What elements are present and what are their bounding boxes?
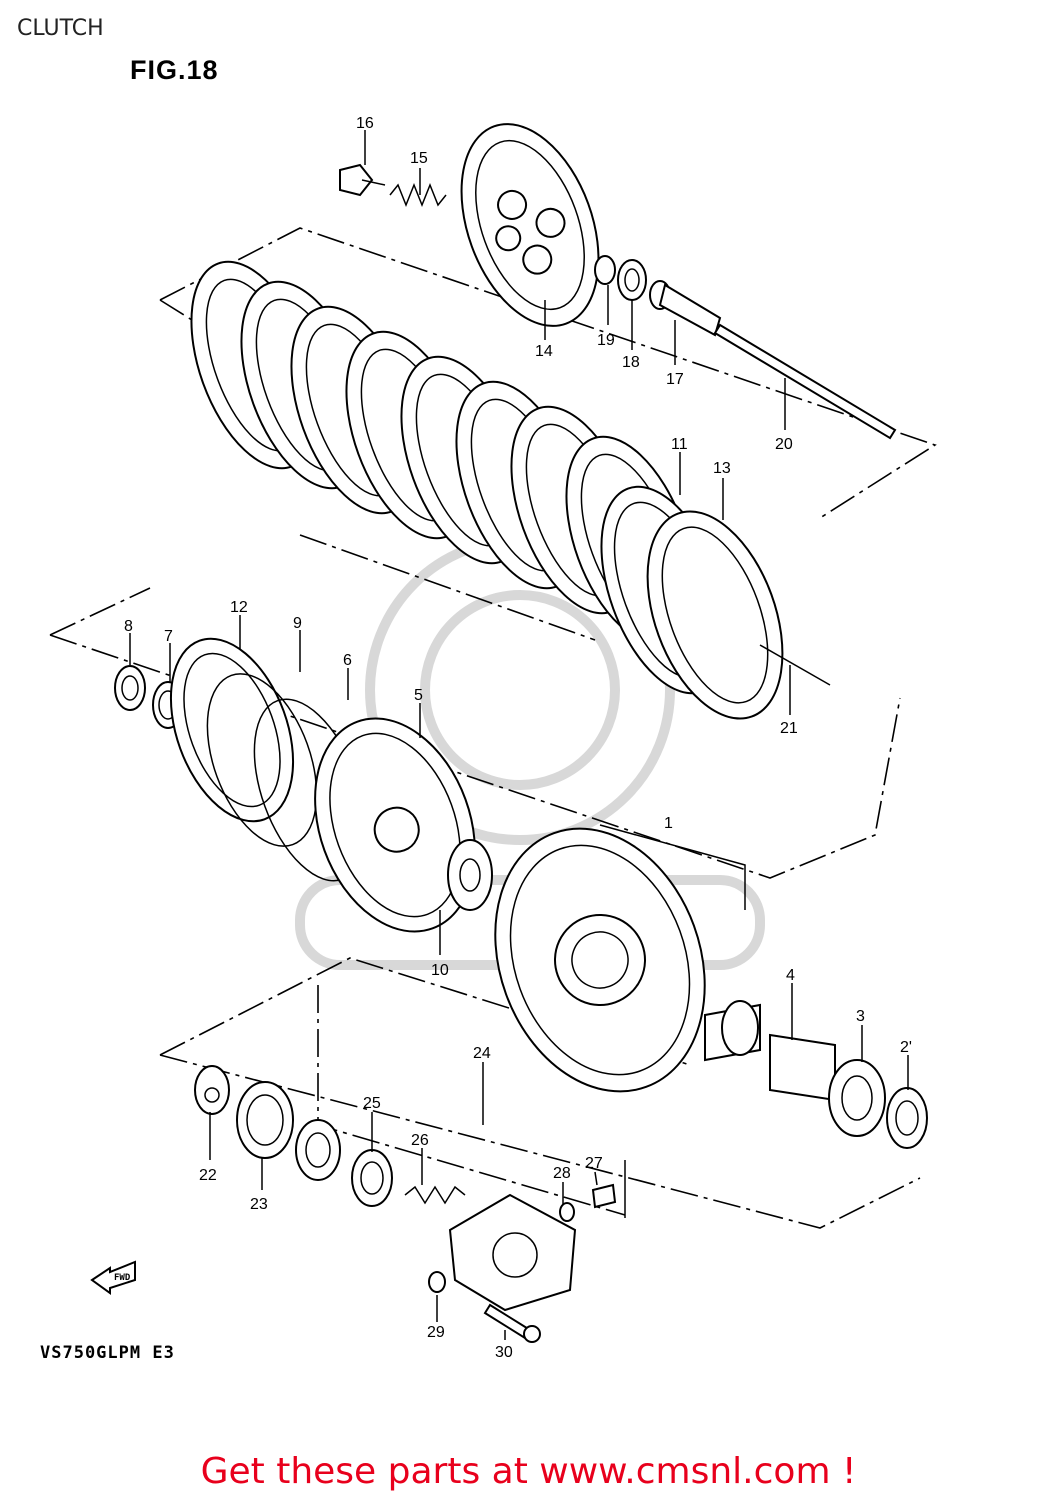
release-cover xyxy=(448,1193,577,1312)
callout-2: 2' xyxy=(900,1039,912,1056)
callout-13: 13 xyxy=(713,460,731,477)
callout-5: 5 xyxy=(414,687,423,704)
oil-seal-23 xyxy=(236,1081,294,1159)
bearing-18 xyxy=(617,259,647,301)
callout-7: 7 xyxy=(164,628,173,645)
spring-15 xyxy=(389,182,447,208)
callout-21: 21 xyxy=(780,720,798,737)
callout-23: 23 xyxy=(250,1196,268,1213)
push-rod-20 xyxy=(713,323,897,440)
callout-24: 24 xyxy=(473,1045,491,1062)
callout-17: 17 xyxy=(666,371,684,388)
callout-10: 10 xyxy=(431,962,449,979)
callout-27: 27 xyxy=(585,1155,603,1172)
spacer-4 xyxy=(704,1000,761,1062)
figure-label: FIG.18 xyxy=(130,55,219,85)
callout-9: 9 xyxy=(293,615,302,632)
washer-28 xyxy=(559,1202,575,1222)
bearing-24 xyxy=(295,1119,341,1181)
needle-bearing-4 xyxy=(769,1033,836,1102)
spring-26 xyxy=(404,1185,466,1205)
callout-1: 1 xyxy=(664,815,673,832)
bolt-30 xyxy=(483,1303,541,1343)
callout-14: 14 xyxy=(535,343,553,360)
washer-19 xyxy=(594,255,616,285)
washer-3 xyxy=(828,1059,886,1137)
clutch-housing-1 xyxy=(494,827,706,1093)
model-code: VS750GLPM E3 xyxy=(40,1343,175,1363)
callout-12: 12 xyxy=(230,599,248,616)
callout-20: 20 xyxy=(775,436,793,453)
switch-27 xyxy=(591,1183,617,1209)
callout-28: 28 xyxy=(553,1165,571,1182)
release-piece-17 xyxy=(649,280,722,337)
callout-29: 29 xyxy=(427,1324,445,1341)
callout-18: 18 xyxy=(622,354,640,371)
thrust-washer-10 xyxy=(447,839,493,911)
oil-seal-25 xyxy=(351,1149,393,1207)
bolt-16 xyxy=(339,163,386,197)
nut-2 xyxy=(886,1087,928,1149)
cta-link[interactable]: Get these parts at www.cmsnl.com ! xyxy=(200,1451,857,1492)
nut-8 xyxy=(114,665,146,711)
pressure-plate xyxy=(460,123,600,327)
callout-25: 25 xyxy=(363,1095,381,1112)
leader-lines xyxy=(129,130,909,1340)
oil-seal-22 xyxy=(194,1065,230,1115)
callout-8: 8 xyxy=(124,618,133,635)
callout-6: 6 xyxy=(343,652,352,669)
fwd-arrow-icon: FWD xyxy=(90,1260,136,1295)
callout-30: 30 xyxy=(495,1344,513,1361)
dowel-29 xyxy=(428,1271,446,1293)
callout-3: 3 xyxy=(856,1008,865,1025)
callout-19: 19 xyxy=(597,332,615,349)
spring-ring-9 xyxy=(206,673,318,847)
clutch-plate-stack xyxy=(190,260,784,720)
callout-26: 26 xyxy=(411,1132,429,1149)
callout-16: 16 xyxy=(356,115,374,132)
callout-4: 4 xyxy=(786,967,795,984)
callout-11: 11 xyxy=(671,436,688,453)
callout-22: 22 xyxy=(199,1167,217,1184)
fwd-label: FWD xyxy=(114,1273,131,1283)
damper-12 xyxy=(169,637,295,823)
sleeve-hub-5 xyxy=(314,717,476,933)
push-rod-21 xyxy=(759,644,831,686)
page-title: CLUTCH xyxy=(17,16,104,41)
callout-15: 15 xyxy=(410,150,428,167)
